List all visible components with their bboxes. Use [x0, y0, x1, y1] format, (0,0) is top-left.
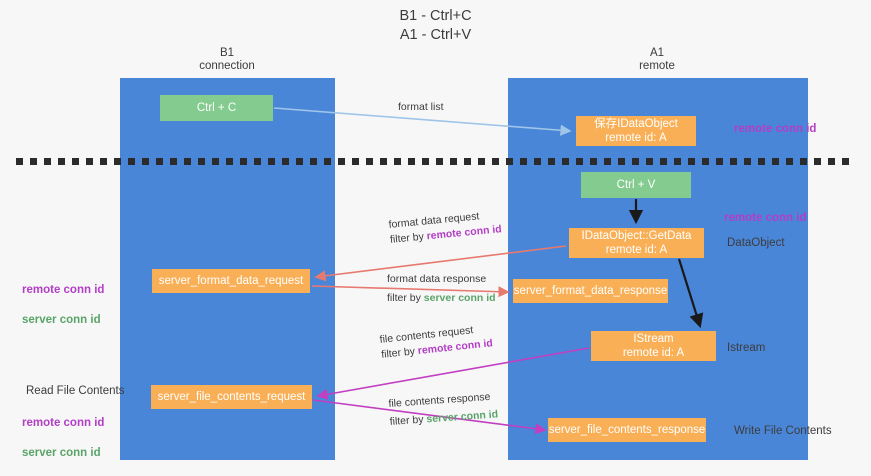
caption-fdresp-filter-key: server conn id	[423, 292, 496, 304]
caption-format-list-text: format list	[398, 101, 444, 113]
node-save-idataobject[interactable]: 保存IDataObject remote id: A	[576, 116, 696, 146]
caption-fdresp-filter-prefix: filter by	[387, 292, 424, 304]
caption-fdreq-filter-prefix: filter by	[389, 230, 428, 246]
caption-file-contents-response: file contents response filter by server …	[388, 389, 499, 429]
page-title: B1 - Ctrl+C A1 - Ctrl+V	[399, 8, 472, 43]
annotation-left-conn-ids-1: remote conn id server conn id	[22, 268, 104, 343]
caption-fcresp-filter-prefix: filter by	[389, 413, 427, 428]
annotation-remote-conn-id-top: remote conn id	[734, 123, 817, 135]
annotation-left-remote-conn-id-2: remote conn id	[22, 417, 105, 429]
caption-fcresp-filter-key: server conn id	[426, 408, 499, 426]
caption-format-data-request: format data request filter by remote con…	[388, 207, 502, 248]
section-divider	[16, 158, 856, 165]
annotation-left-server-conn-id-1: server conn id	[22, 314, 101, 326]
node-idataobject-getdata[interactable]: IDataObject::GetData remote id: A	[569, 228, 704, 258]
annotation-istream: Istream	[727, 342, 766, 354]
node-ctrl-v[interactable]: Ctrl + V	[581, 172, 691, 198]
lane-header-b1: B1 connection	[199, 47, 255, 72]
annotation-left-conn-ids-2: remote conn id server conn id	[22, 401, 104, 476]
annotation-remote-conn-id-mid: remote conn id	[724, 212, 807, 224]
caption-fcreq-filter-prefix: filter by	[380, 345, 419, 361]
node-ctrl-c[interactable]: Ctrl + C	[160, 95, 273, 121]
node-server-format-data-response[interactable]: server_format_data_response	[513, 279, 668, 303]
lane-header-a1: A1 remote	[639, 47, 675, 72]
node-server-format-data-request[interactable]: server_format_data_request	[152, 269, 310, 293]
annotation-read-file-contents: Read File Contents	[26, 385, 125, 397]
caption-format-list: format list	[398, 100, 444, 115]
node-server-file-contents-response[interactable]: server_file_contents_response	[548, 418, 706, 442]
node-istream[interactable]: IStream remote id: A	[591, 331, 716, 361]
node-server-file-contents-request[interactable]: server_file_contents_request	[151, 385, 312, 409]
caption-file-contents-response-text: file contents response	[388, 390, 491, 410]
annotation-dataobject: DataObject	[727, 237, 785, 249]
caption-format-data-response-text: format data response	[387, 273, 487, 285]
caption-file-contents-request: file contents request filter by remote c…	[379, 321, 494, 363]
caption-format-data-response: format data response filter by server co…	[387, 272, 496, 306]
annotation-write-file-contents: Write File Contents	[734, 425, 832, 437]
annotation-left-server-conn-id-2: server conn id	[22, 447, 101, 459]
annotation-left-remote-conn-id-1: remote conn id	[22, 284, 105, 296]
